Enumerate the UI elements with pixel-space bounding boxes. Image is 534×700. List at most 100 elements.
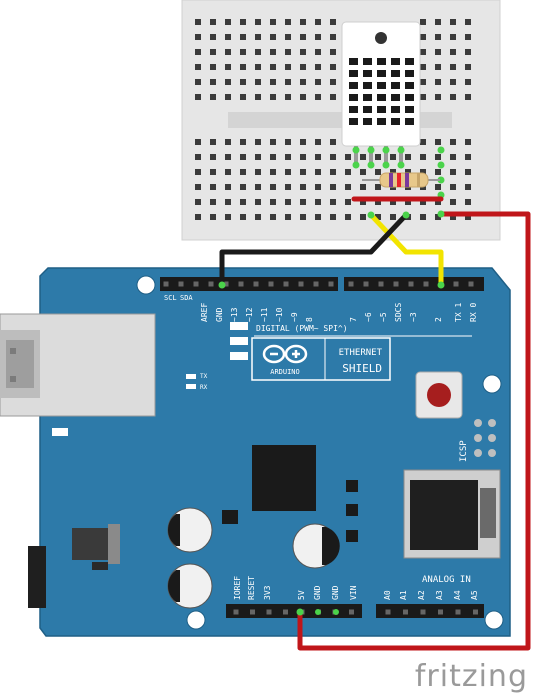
header-labels-right: 7 ~6 ~5 SDCS ~3 2 TX 1 RX 0 (349, 303, 478, 322)
breadboard-hole (330, 199, 336, 205)
sensor-pins (354, 146, 403, 168)
breadboard-hole (300, 139, 306, 145)
header-pin (328, 281, 334, 287)
pin-label-sdcs: SDCS (394, 303, 403, 322)
breadboard-hole (315, 79, 321, 85)
breadboard-hole (210, 169, 216, 175)
breadboard-hole (270, 169, 276, 175)
pin-label-5: ~5 (379, 312, 388, 322)
breadboard-hole (195, 34, 201, 40)
power-header (226, 604, 362, 618)
wire-gnd-black (219, 212, 409, 288)
breadboard-hole (465, 199, 471, 205)
breadboard-hole (225, 154, 231, 160)
breadboard-hole (240, 34, 246, 40)
pin-label-a0: A0 (383, 590, 392, 600)
header-pin (393, 281, 399, 287)
breadboard-hole (405, 169, 411, 175)
power-labels: IOREF RESET 3V3 5V GND GND VIN (233, 576, 358, 600)
pin-label-13: ~13 (230, 307, 239, 322)
breadboard-hole (240, 79, 246, 85)
sensor-vent-slot (391, 58, 400, 65)
breadboard-hole (270, 64, 276, 70)
header-pin (223, 281, 229, 287)
breadboard-hole (330, 19, 336, 25)
pin-label-a5: A5 (470, 590, 479, 600)
sensor-vent-slot (349, 118, 358, 125)
breadboard-hole (270, 214, 276, 220)
breadboard-hole (435, 19, 441, 25)
breadboard-hole (240, 214, 246, 220)
breadboard-hole (420, 49, 426, 55)
pin-label-8: 8 (305, 317, 314, 322)
sensor-vent-slot (349, 106, 358, 113)
header-pin (298, 281, 304, 287)
breadboard-hole (315, 169, 321, 175)
pin-label-ioref: IOREF (233, 576, 242, 600)
sensor-vent-slot (349, 94, 358, 101)
breadboard-hole (315, 184, 321, 190)
breadboard-hole (210, 34, 216, 40)
breadboard-hole (255, 169, 261, 175)
breadboard-hole (285, 49, 291, 55)
breadboard-hole (210, 19, 216, 25)
breadboard-hole (240, 199, 246, 205)
pin-label-reset: RESET (247, 576, 256, 600)
smd-components (222, 480, 358, 542)
breadboard-hole (330, 214, 336, 220)
breadboard-hole (300, 199, 306, 205)
breadboard-hole (255, 34, 261, 40)
capacitors (167, 507, 340, 609)
connected-holes (352, 146, 445, 199)
header-pin (268, 281, 274, 287)
breadboard-hole (435, 94, 441, 100)
header-labels-left: SCL SDA AREF GND ~13 ~12 ~11 ~10 ~9 8 (164, 294, 314, 322)
breadboard-hole (285, 169, 291, 175)
breadboard-hole (450, 139, 456, 145)
sensor-vent-slot (377, 58, 386, 65)
pin-label-gnd: GND (215, 307, 224, 322)
breadboard-hole (195, 184, 201, 190)
breadboard-hole (420, 154, 426, 160)
pin-label-a1: A1 (399, 590, 408, 600)
header-pin (403, 609, 408, 615)
breadboard-hole (195, 199, 201, 205)
breadboard-hole (300, 19, 306, 25)
breadboard-hole (330, 169, 336, 175)
breadboard-hole (450, 49, 456, 55)
breadboard-hole (450, 79, 456, 85)
pin-label-rx0: RX 0 (469, 303, 478, 322)
breadboard-hole (435, 184, 441, 190)
breadboard-hole (360, 184, 366, 190)
breadboard-hole (300, 169, 306, 175)
header-pin (266, 609, 272, 615)
sensor-vent-slot (377, 94, 386, 101)
sensor-vent-slot (377, 118, 386, 125)
sensor-vent-slot (349, 70, 358, 77)
breadboard-hole (270, 94, 276, 100)
breadboard-hole (465, 139, 471, 145)
breadboard-hole (345, 184, 351, 190)
shield-name-label: ETHERNET (339, 348, 383, 358)
breadboard-hole (195, 214, 201, 220)
breadboard-hole (285, 64, 291, 70)
breadboard-hole (225, 64, 231, 70)
shield-name-label-2: SHIELD (342, 362, 382, 375)
breadboard-hole (315, 49, 321, 55)
breadboard-hole (435, 79, 441, 85)
breadboard-hole (465, 49, 471, 55)
header-pin (233, 609, 239, 615)
header-pin (455, 609, 461, 615)
ethernet-controller-chip (252, 445, 316, 511)
breadboard-hole (360, 154, 366, 160)
breadboard (181, 0, 501, 241)
breadboard-hole (195, 154, 201, 160)
breadboard-hole (450, 184, 456, 190)
header-pin (178, 281, 184, 287)
breadboard-hole (450, 34, 456, 40)
resistor-band (389, 173, 393, 187)
breadboard-hole (255, 184, 261, 190)
pin-label-10: ~10 (275, 307, 284, 322)
breadboard-hole (300, 154, 306, 160)
